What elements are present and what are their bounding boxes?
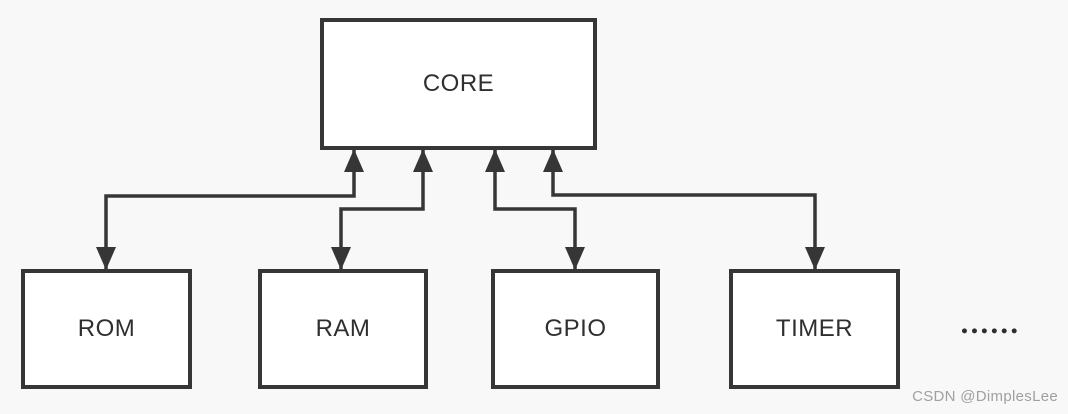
node-core: CORE [320, 18, 597, 150]
connector-core-gpio [485, 149, 585, 270]
node-ram-label: RAM [315, 315, 371, 342]
csdn-watermark: CSDN @DimplesLee [912, 388, 1058, 405]
connector-core-rom [96, 149, 364, 270]
node-ram: RAM [258, 269, 428, 389]
node-timer-label: TIMER [775, 315, 854, 342]
node-core-label: CORE [422, 70, 495, 97]
node-rom-label: ROM [77, 315, 136, 342]
node-timer: TIMER [729, 269, 900, 389]
more-peripherals-ellipsis: ●●●●●● [961, 325, 1021, 337]
node-rom: ROM [21, 269, 192, 389]
node-gpio-label: GPIO [544, 315, 607, 342]
connector-core-ram [331, 149, 433, 270]
connector-core-timer [543, 149, 825, 270]
node-gpio: GPIO [491, 269, 660, 389]
